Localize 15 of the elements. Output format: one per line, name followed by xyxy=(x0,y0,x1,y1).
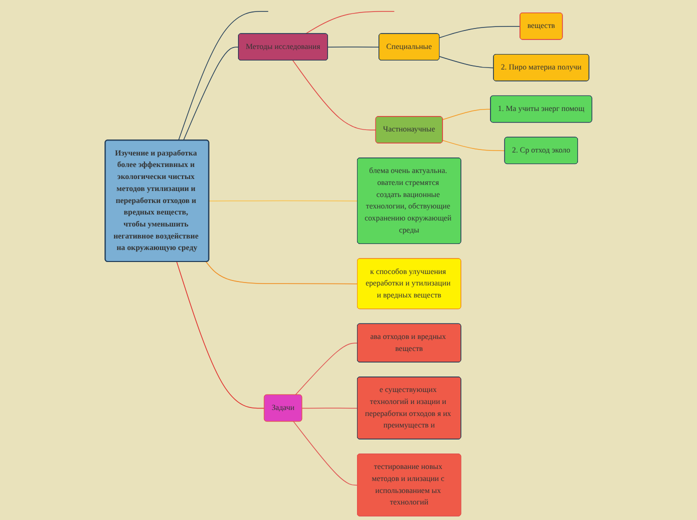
connector xyxy=(439,26,521,38)
connector xyxy=(183,46,239,141)
connector xyxy=(442,140,506,152)
connector xyxy=(293,421,358,486)
connector xyxy=(208,200,358,202)
connector xyxy=(292,60,376,130)
connector xyxy=(328,46,380,48)
connector xyxy=(442,108,492,120)
connector xyxy=(178,10,269,141)
connector xyxy=(176,261,265,409)
connector xyxy=(305,10,395,34)
connector xyxy=(302,408,358,409)
connector xyxy=(295,342,358,396)
connector xyxy=(439,56,494,68)
connector xyxy=(206,261,358,284)
